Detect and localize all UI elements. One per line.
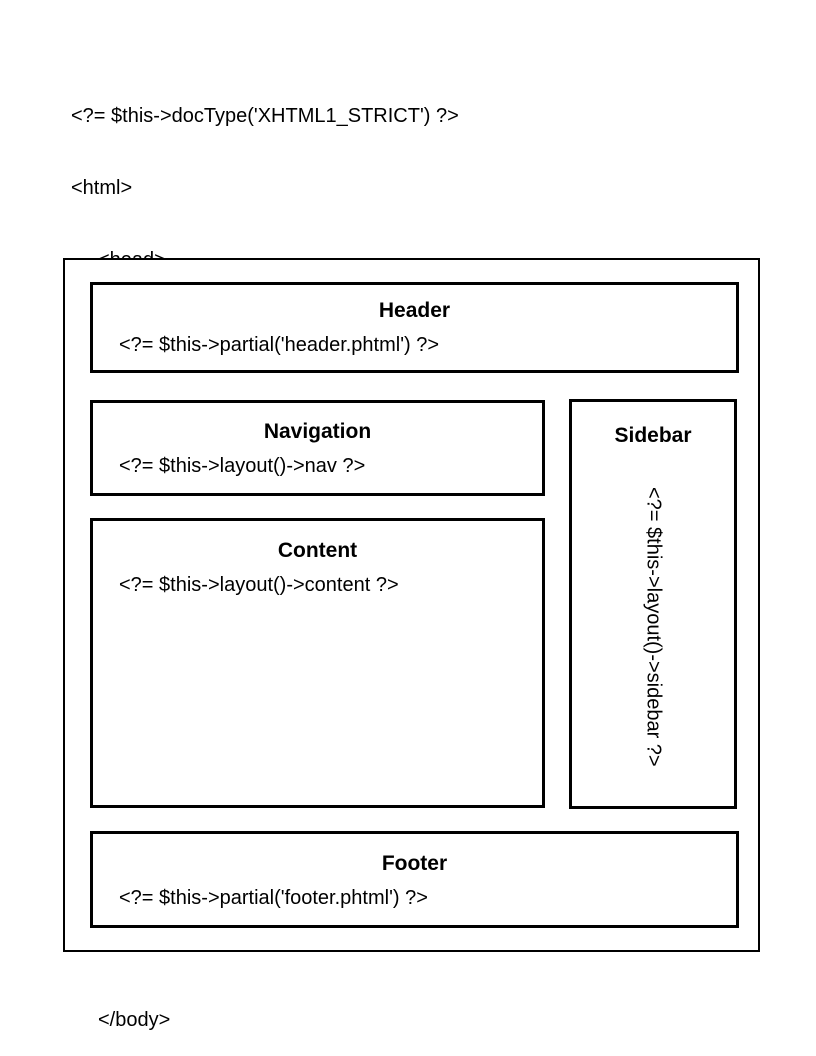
footer-box: Footer <?= $this->partial('footer.phtml'…	[90, 831, 739, 928]
sidebar-box-code: <?= $this->layout()->sidebar ?>	[642, 487, 665, 767]
content-box: Content <?= $this->layout()->content ?>	[90, 518, 545, 808]
navigation-box-title: Navigation	[263, 420, 372, 443]
header-box-code: <?= $this->partial('header.phtml') ?>	[119, 334, 440, 356]
header-box-title: Header	[378, 299, 451, 322]
code-line-body-close: </body>	[98, 1009, 171, 1031]
content-box-title: Content	[277, 539, 358, 562]
footer-box-title: Footer	[381, 852, 448, 875]
code-line-doctype: <?= $this->docType('XHTML1_STRICT') ?>	[71, 105, 459, 127]
content-box-code: <?= $this->layout()->content ?>	[119, 574, 399, 596]
navigation-box: Navigation <?= $this->layout()->nav ?>	[90, 400, 545, 496]
sidebar-box-title: Sidebar	[614, 424, 692, 447]
navigation-box-code: <?= $this->layout()->nav ?>	[119, 455, 366, 477]
sidebar-vertical-text-wrap: <?= $this->layout()->sidebar ?>	[572, 448, 734, 806]
footer-box-code: <?= $this->partial('footer.phtml') ?>	[119, 887, 428, 909]
bottom-code-block: </body> </html>	[71, 960, 170, 1056]
sidebar-box: Sidebar <?= $this->layout()->sidebar ?>	[569, 399, 737, 809]
code-line-html-open: <html>	[71, 177, 133, 199]
header-box: Header <?= $this->partial('header.phtml'…	[90, 282, 739, 373]
body-layout-box: Header <?= $this->partial('header.phtml'…	[63, 258, 760, 952]
